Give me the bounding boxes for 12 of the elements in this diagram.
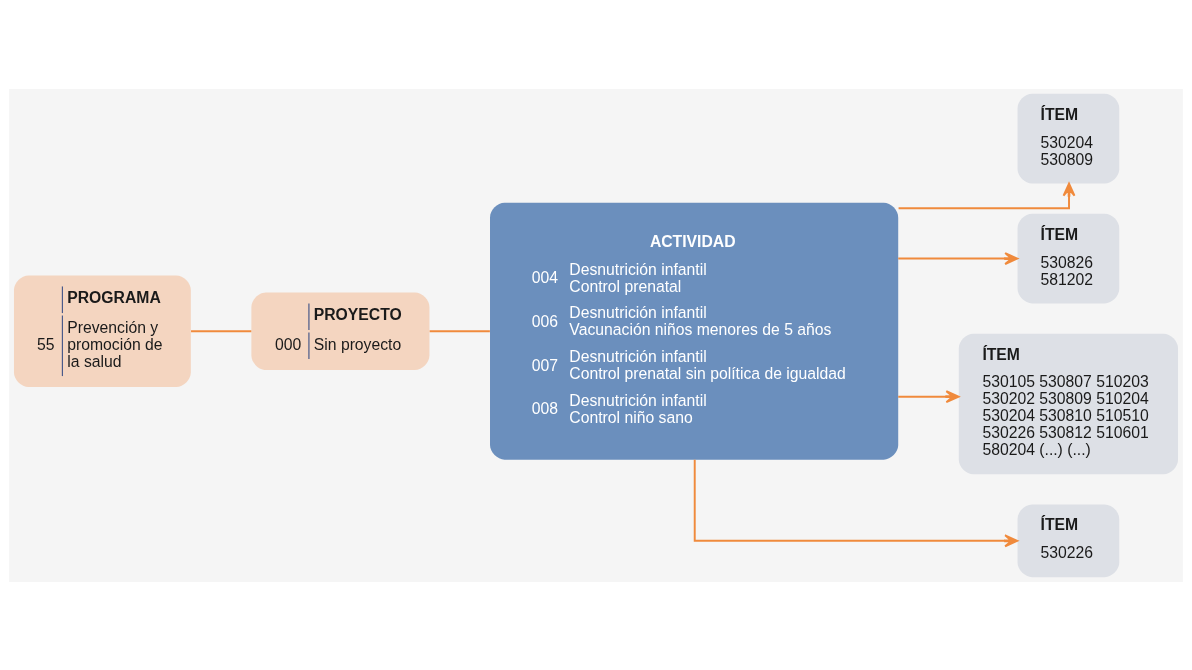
node-box: ÍTEM 530226 <box>1017 504 1120 577</box>
arrow <box>897 251 1019 265</box>
node-box: PROYECTO 000 Sin proyecto <box>251 292 430 370</box>
node-box: ÍTEM 530826 581202 <box>1017 213 1120 303</box>
arrow <box>693 458 1019 547</box>
node-box: ÍTEM 530204 530809 <box>1017 93 1120 183</box>
node-box: PROGRAMA 55 Prevención y promoción de la salud <box>13 275 191 387</box>
node-box: ÍTEM 530105 530807 510203 530202 530809 510204 530204 530810 510510 530226 530812 510601 580204 (...) (...) <box>958 333 1179 474</box>
arrow <box>897 182 1076 209</box>
connector <box>190 329 253 332</box>
connector <box>428 329 491 332</box>
arrow <box>897 389 960 403</box>
